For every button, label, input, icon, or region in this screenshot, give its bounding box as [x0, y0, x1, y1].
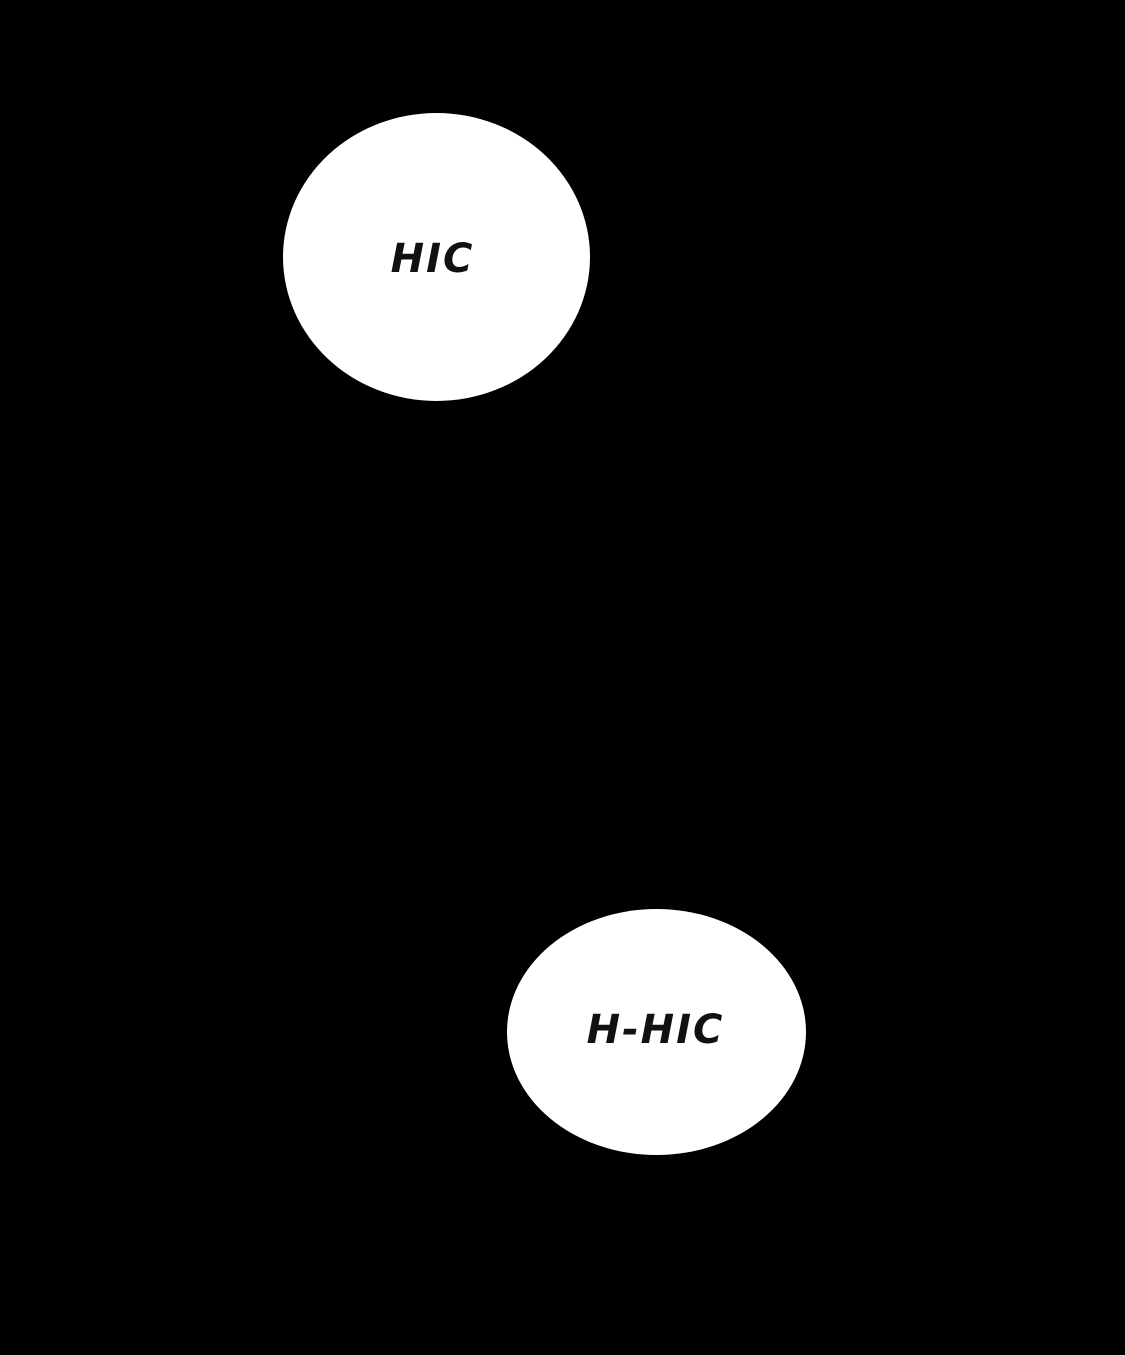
speech-bubble-top: HIC	[283, 113, 590, 401]
speech-bubble-text: HIC	[390, 236, 475, 282]
speech-bubble-bottom: H-HIC	[507, 909, 806, 1155]
speech-bubble-text: H-HIC	[586, 1007, 725, 1053]
